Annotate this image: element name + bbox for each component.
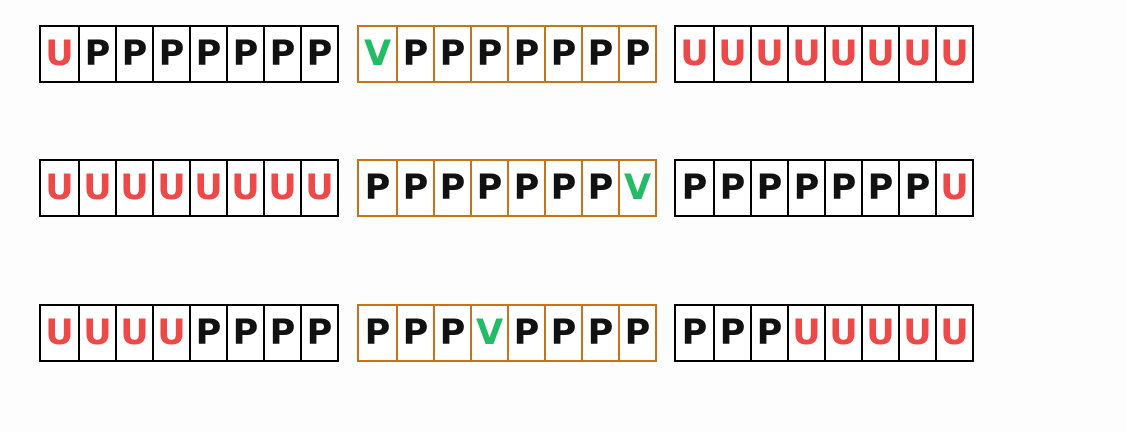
letter-cell: P (618, 27, 655, 81)
letter-cell: P (824, 161, 861, 215)
letter-cell: P (433, 306, 470, 360)
letter-cell: P (507, 161, 544, 215)
letter-cell: U (78, 306, 115, 360)
letter-cell: P (364, 167, 391, 208)
letter-cell: U (750, 27, 787, 81)
letter-cell: U (824, 306, 861, 360)
letter-cell: U (935, 27, 972, 81)
letter-cell: U (226, 161, 263, 215)
letter-cell: P (713, 306, 750, 360)
letter-cell: P (263, 27, 300, 81)
letter-cell: P (681, 312, 708, 353)
letter-cell: P (507, 306, 544, 360)
letter-cell: P (861, 161, 898, 215)
letter-cell: P (263, 306, 300, 360)
letter-cell: P (750, 306, 787, 360)
letter-cell: U (300, 161, 337, 215)
letter-cell: P (581, 306, 618, 360)
letter-cell: P (189, 27, 226, 81)
letter-cell: P (544, 306, 581, 360)
letter-cell: P (544, 27, 581, 81)
cell-strip: V P P P P P P P (357, 25, 657, 83)
diagram-row: U P P P P P P P V P P P P P P P U U U U … (39, 25, 974, 83)
letter-cell: V (363, 33, 392, 74)
diagram-row: U U U U U U U U P P P P P P P V P P P P … (39, 159, 974, 217)
letter-cell: P (300, 306, 337, 360)
letter-cell: U (115, 306, 152, 360)
letter-cell: U (861, 27, 898, 81)
letter-cell: P (507, 27, 544, 81)
diagram-row: U U U U P P P P P P P V P P P P P P P U … (39, 304, 974, 362)
letter-cell: U (898, 306, 935, 360)
letter-cell: U (824, 27, 861, 81)
letter-cell: U (152, 161, 189, 215)
letter-cell: U (787, 27, 824, 81)
letter-cell: P (115, 27, 152, 81)
letter-cell: U (78, 161, 115, 215)
letter-cell: P (681, 167, 708, 208)
cell-strip: P P P P P P P U (674, 159, 974, 217)
letter-cell: U (263, 161, 300, 215)
letter-cell: P (544, 161, 581, 215)
letter-cell: P (750, 161, 787, 215)
letter-cell: P (396, 161, 433, 215)
letter-cell: P (581, 27, 618, 81)
letter-cell: P (470, 161, 507, 215)
letter-cell: U (713, 27, 750, 81)
letter-cell: P (713, 161, 750, 215)
letter-cell: P (581, 161, 618, 215)
cell-strip: U U U U U U U U (39, 159, 339, 217)
cell-strip: P P P P P P P V (357, 159, 657, 217)
cell-strip: P P P V P P P P (357, 304, 657, 362)
letter-cell: P (433, 161, 470, 215)
letter-cell: U (115, 161, 152, 215)
letter-cell: P (396, 306, 433, 360)
letter-cell: U (787, 306, 824, 360)
letter-cell: U (898, 27, 935, 81)
letter-cell: P (396, 27, 433, 81)
letter-cell: U (935, 161, 972, 215)
letter-cell: U (189, 161, 226, 215)
letter-cell: P (787, 161, 824, 215)
letter-cell: P (226, 306, 263, 360)
letter-cell: P (78, 27, 115, 81)
letter-cell: U (45, 33, 74, 74)
cell-strip: P P P U U U U U (674, 304, 974, 362)
letter-cell: U (45, 167, 74, 208)
cell-strip: U P P P P P P P (39, 25, 339, 83)
letter-cell: P (364, 312, 391, 353)
letter-cell: P (433, 27, 470, 81)
cell-strip: U U U U U U U U (674, 25, 974, 83)
letter-cell: P (898, 161, 935, 215)
letter-cell: P (226, 27, 263, 81)
cell-strip: U U U U P P P P (39, 304, 339, 362)
letter-cell: U (152, 306, 189, 360)
letter-cell: U (861, 306, 898, 360)
letter-cell: P (618, 306, 655, 360)
letter-cell: P (189, 306, 226, 360)
letter-cell: U (935, 306, 972, 360)
letter-cell: U (45, 312, 74, 353)
letter-cell: P (300, 27, 337, 81)
letter-cell: P (152, 27, 189, 81)
letter-cell: U (680, 33, 709, 74)
letter-cell: V (470, 306, 507, 360)
letter-cell: V (618, 161, 655, 215)
letter-cell: P (470, 27, 507, 81)
